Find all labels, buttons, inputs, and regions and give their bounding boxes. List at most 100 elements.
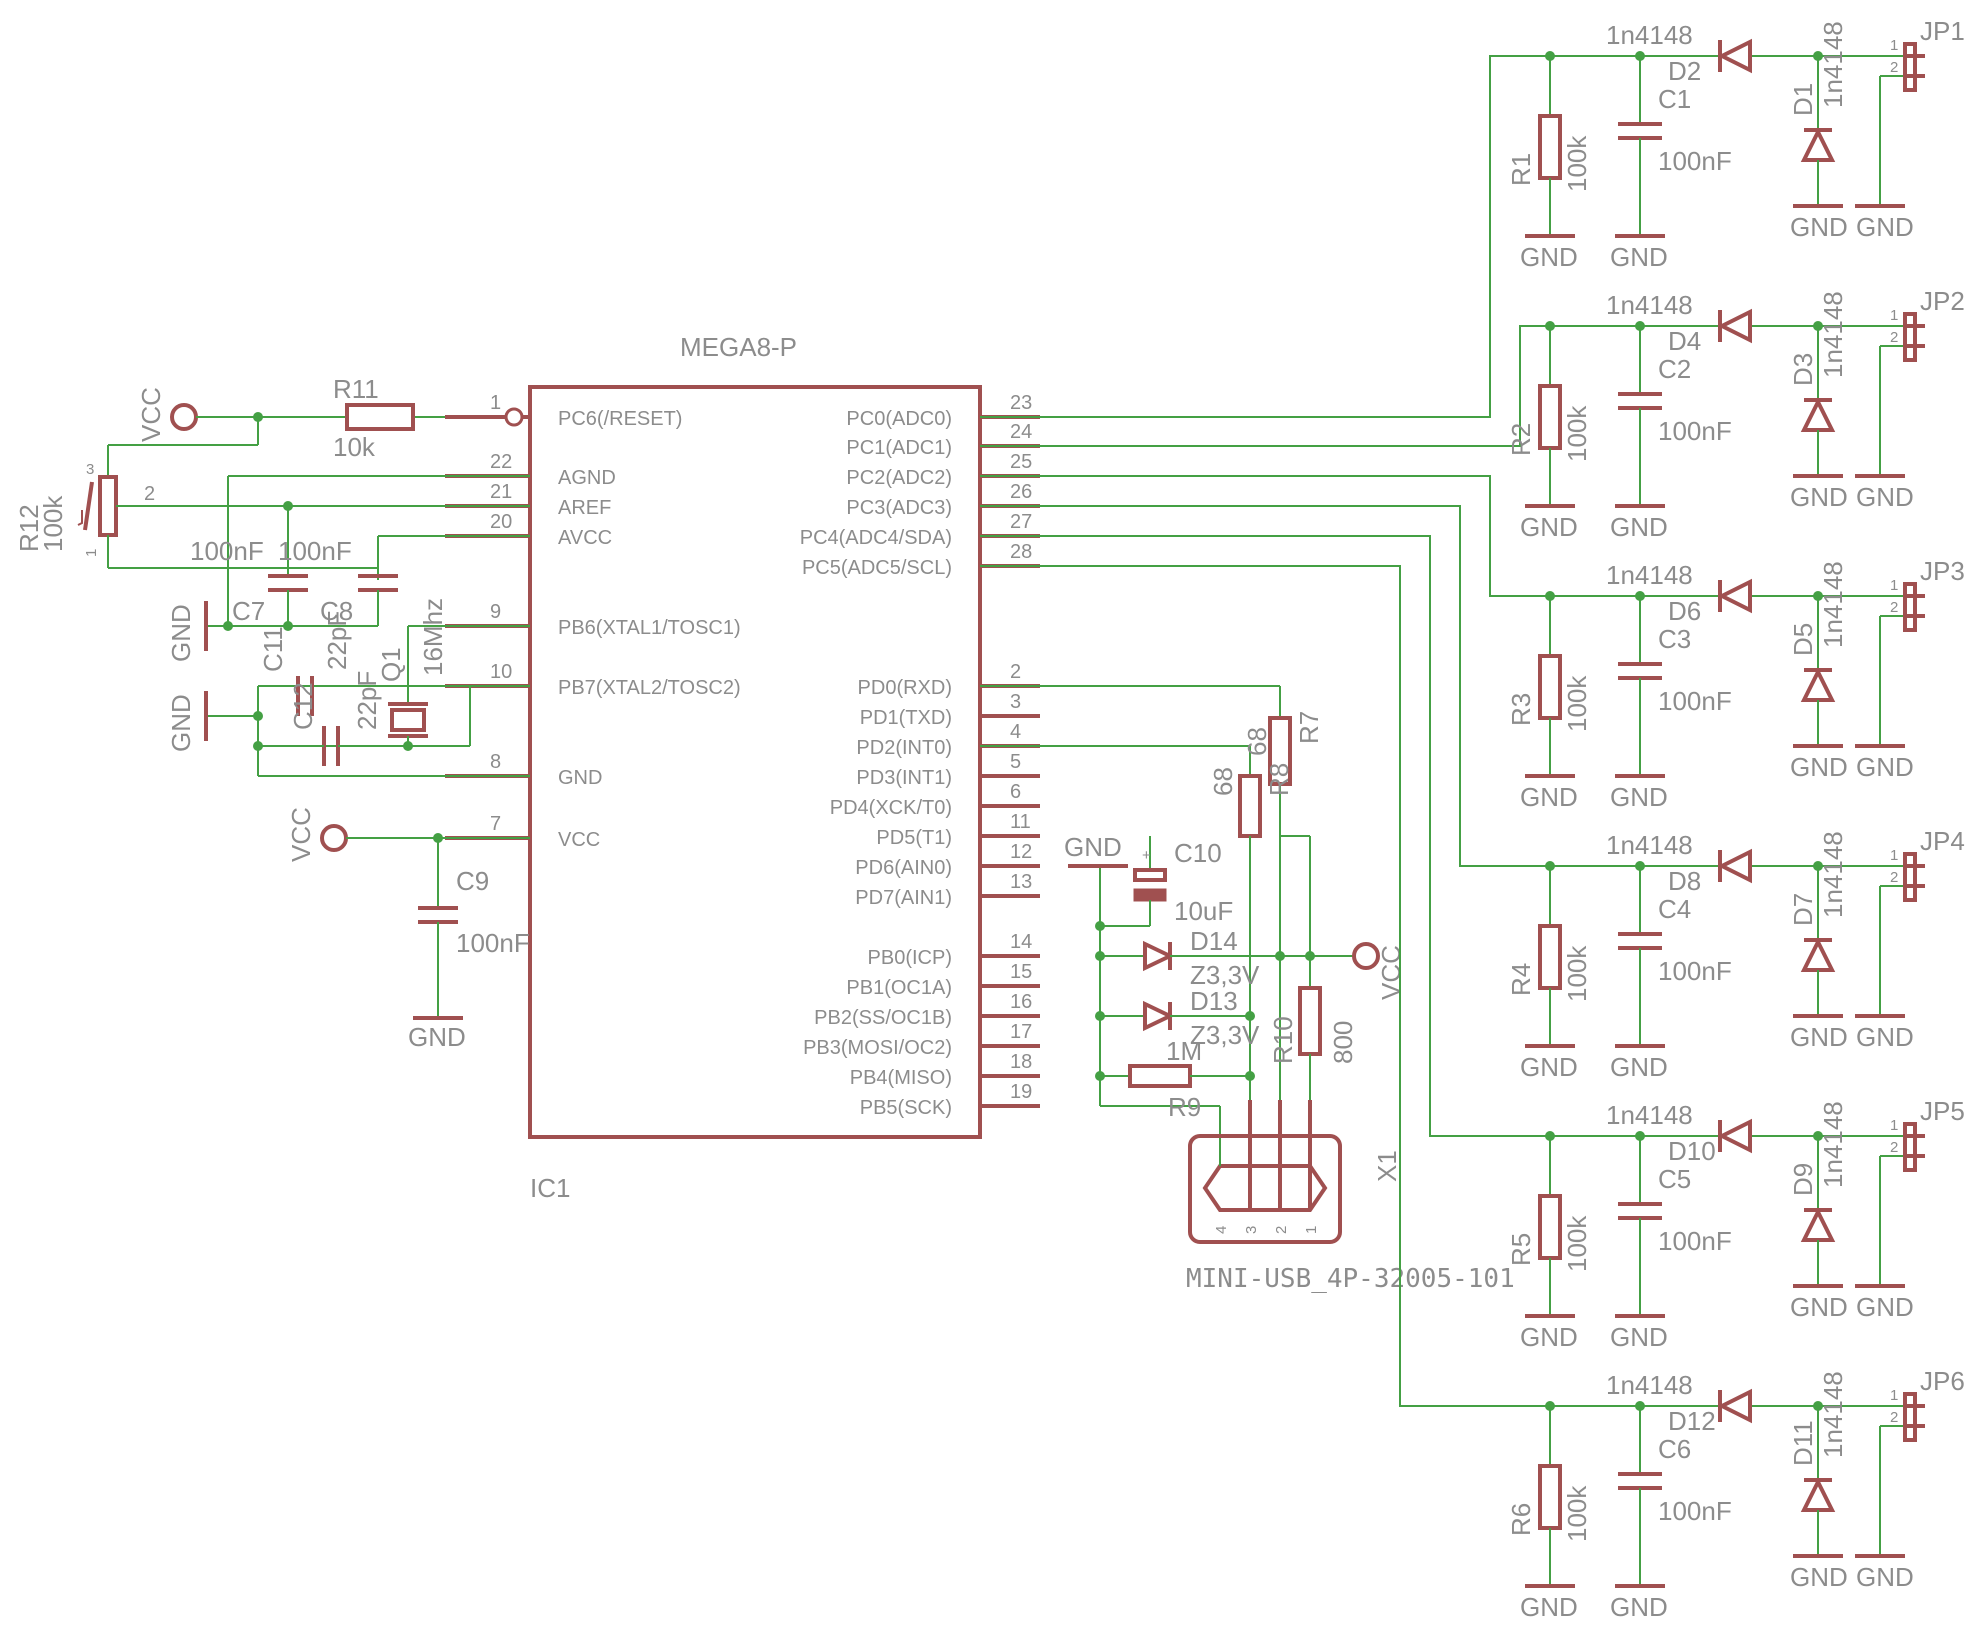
series-diode-value: 1n4148: [1606, 290, 1693, 320]
jumper-connector[interactable]: [1903, 42, 1917, 92]
x1-pin4: 4: [1213, 1226, 1230, 1234]
shunt-diode[interactable]: [1800, 1207, 1836, 1242]
ic1-right-pin-number: 28: [1010, 541, 1032, 563]
pulldown-resistor[interactable]: [1538, 1464, 1562, 1530]
resistor-gnd: GND: [1520, 782, 1578, 812]
series-diode-name: D8: [1668, 866, 1701, 896]
x1-name: X1: [1372, 1150, 1402, 1182]
x1-mini-usb-connector[interactable]: [1188, 1134, 1342, 1244]
vcc-symbol: [170, 403, 198, 431]
connector-pin1: 1: [1890, 37, 1898, 54]
series-diode[interactable]: [1717, 1388, 1752, 1424]
pulldown-resistor[interactable]: [1538, 924, 1562, 990]
q1-crystal[interactable]: [390, 708, 426, 732]
resistor-value: 100k: [1562, 135, 1592, 192]
ic1-left-pin-label: PC6(/RESET): [558, 408, 682, 430]
r11-name: R11: [333, 374, 379, 404]
shunt-diode-name: D7: [1788, 893, 1818, 926]
ic1-right-pin-number: 15: [1010, 961, 1032, 983]
capacitor-name: C1: [1658, 84, 1691, 114]
jumper-connector[interactable]: [1903, 1392, 1917, 1442]
shunt-diode-gnd: GND: [1790, 212, 1848, 242]
c12-name: C12: [288, 682, 318, 730]
ic1-right-pin-number: 6: [1010, 781, 1021, 803]
shunt-diode-name: D3: [1788, 353, 1818, 386]
d14-value: Z3,3V: [1190, 960, 1260, 990]
q1-name: Q1: [376, 647, 406, 682]
c7-value: 100nF: [190, 536, 264, 566]
shunt-diode-name: D11: [1788, 1420, 1818, 1466]
svg-text:+: +: [1142, 847, 1151, 864]
connector-gnd: GND: [1856, 212, 1914, 242]
c10-capacitor[interactable]: [1133, 888, 1167, 902]
pulldown-resistor[interactable]: [1538, 654, 1562, 720]
x1-pin3: 3: [1243, 1226, 1260, 1234]
jumper-connector[interactable]: [1903, 312, 1917, 362]
series-diode[interactable]: [1717, 1118, 1752, 1154]
capacitor-gnd: GND: [1610, 782, 1668, 812]
shunt-diode[interactable]: [1800, 127, 1836, 162]
series-diode-value: 1n4148: [1606, 830, 1693, 860]
r8-resistor[interactable]: [1238, 774, 1262, 838]
r10-resistor[interactable]: [1298, 986, 1322, 1056]
jumper-connector[interactable]: [1903, 582, 1917, 632]
shunt-diode[interactable]: [1800, 937, 1836, 972]
r11-resistor[interactable]: [345, 403, 415, 431]
resistor-name: R1: [1506, 153, 1536, 186]
connector-pin1: 1: [1890, 1387, 1898, 1404]
connector-gnd: GND: [1856, 1292, 1914, 1322]
connector-pin1: 1: [1890, 847, 1898, 864]
series-diode[interactable]: [1717, 848, 1752, 884]
d14-zener[interactable]: [1143, 940, 1175, 972]
pulldown-resistor[interactable]: [1538, 1194, 1562, 1260]
connector-pin1: 1: [1890, 577, 1898, 594]
c9-value: 100nF: [456, 928, 530, 958]
series-diode-value: 1n4148: [1606, 1100, 1693, 1130]
ic1-right-pin-label: PD6(AIN0): [855, 857, 952, 879]
r12-potentiometer[interactable]: [98, 475, 118, 537]
x1-pin2: 2: [1273, 1226, 1290, 1234]
pulldown-resistor[interactable]: [1538, 384, 1562, 450]
capacitor-name: C2: [1658, 354, 1691, 384]
series-diode[interactable]: [1717, 578, 1752, 614]
resistor-gnd: GND: [1520, 1322, 1578, 1352]
shunt-diode-name: D9: [1788, 1163, 1818, 1196]
ic1-right-pin-number: 16: [1010, 991, 1032, 1013]
r8-value: 68: [1208, 767, 1238, 796]
d13-zener[interactable]: [1143, 1000, 1175, 1032]
series-diode[interactable]: [1717, 38, 1752, 74]
series-diode[interactable]: [1717, 308, 1752, 344]
connector-pin2: 2: [1890, 329, 1898, 346]
ic1[interactable]: MEGA8-P IC1: [528, 332, 982, 1203]
capacitor-value: 100nF: [1658, 1226, 1732, 1256]
ic1-left-pin-number: 21: [490, 481, 512, 503]
ic1-right-pin-number: 5: [1010, 751, 1021, 773]
ic1-right-pin-label: PC2(ADC2): [846, 467, 952, 489]
resistor-value: 100k: [1562, 945, 1592, 1002]
r12-pin1: 1: [83, 549, 100, 557]
r9-resistor[interactable]: [1128, 1064, 1192, 1088]
ic1-reset-inverter: [504, 407, 524, 427]
capacitor-value: 100nF: [1658, 1496, 1732, 1526]
ic1-right-pin-label: PC5(ADC5/SCL): [802, 557, 952, 579]
shunt-diode[interactable]: [1800, 397, 1836, 432]
shunt-diode[interactable]: [1800, 667, 1836, 702]
series-diode-name: D4: [1668, 326, 1701, 356]
c8-value: 100nF: [278, 536, 352, 566]
resistor-name: R2: [1506, 423, 1536, 456]
pulldown-resistor[interactable]: [1538, 114, 1562, 180]
ic1-right-pin-number: 2: [1010, 661, 1021, 683]
d13-value: Z3,3V: [1190, 1020, 1260, 1050]
ic1-right-pin-number: 4: [1010, 721, 1021, 743]
jumper-connector[interactable]: [1903, 852, 1917, 902]
ic1-left-pin-number: 10: [490, 661, 512, 683]
jumper-connector[interactable]: [1903, 1122, 1917, 1172]
shunt-diode[interactable]: [1800, 1477, 1836, 1512]
ic1-right-pin-number: 19: [1010, 1081, 1032, 1103]
connector-pin2: 2: [1890, 869, 1898, 886]
connector-name: JP4: [1920, 826, 1965, 856]
